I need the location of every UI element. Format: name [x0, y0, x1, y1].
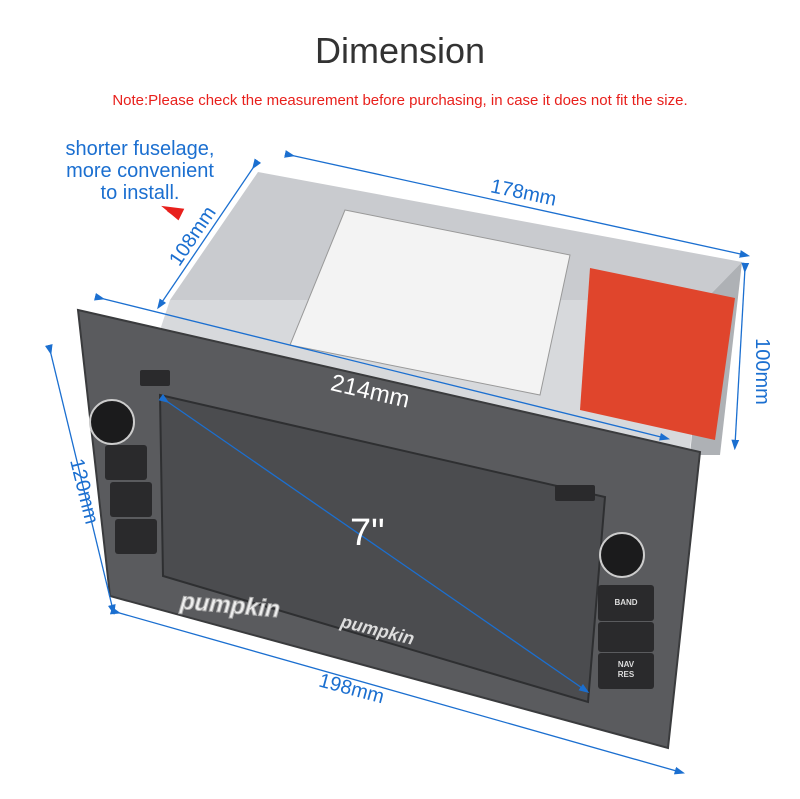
band-button[interactable]: BAND	[614, 598, 638, 607]
callout-line: shorter fuselage,	[65, 138, 215, 160]
purchase-note: Note:Please check the measurement before…	[112, 92, 688, 109]
back-button	[110, 482, 152, 517]
tune-knob	[599, 532, 645, 578]
volume-knob	[89, 399, 135, 445]
res-label: RES	[617, 670, 635, 679]
screen-size-label: 7"	[350, 512, 385, 554]
callout-text: shorter fuselage, more convenient to ins…	[40, 138, 240, 204]
gps-button	[598, 622, 654, 652]
callout-line: more convenient	[66, 160, 214, 182]
nav-res-button[interactable]: NAV RES	[598, 660, 654, 680]
play-pause-button	[555, 485, 595, 501]
warning-sticker	[580, 268, 735, 440]
rear-height-label: 100mm	[750, 338, 773, 405]
apps-button	[115, 519, 157, 554]
callout-line: to install.	[100, 182, 180, 204]
dimension-lines	[44, 150, 751, 775]
nav-label: NAV	[617, 660, 635, 669]
home-button	[105, 445, 147, 480]
red-arrow-icon	[161, 205, 185, 221]
mute-button	[140, 370, 170, 386]
page-title: Dimension	[314, 30, 486, 71]
